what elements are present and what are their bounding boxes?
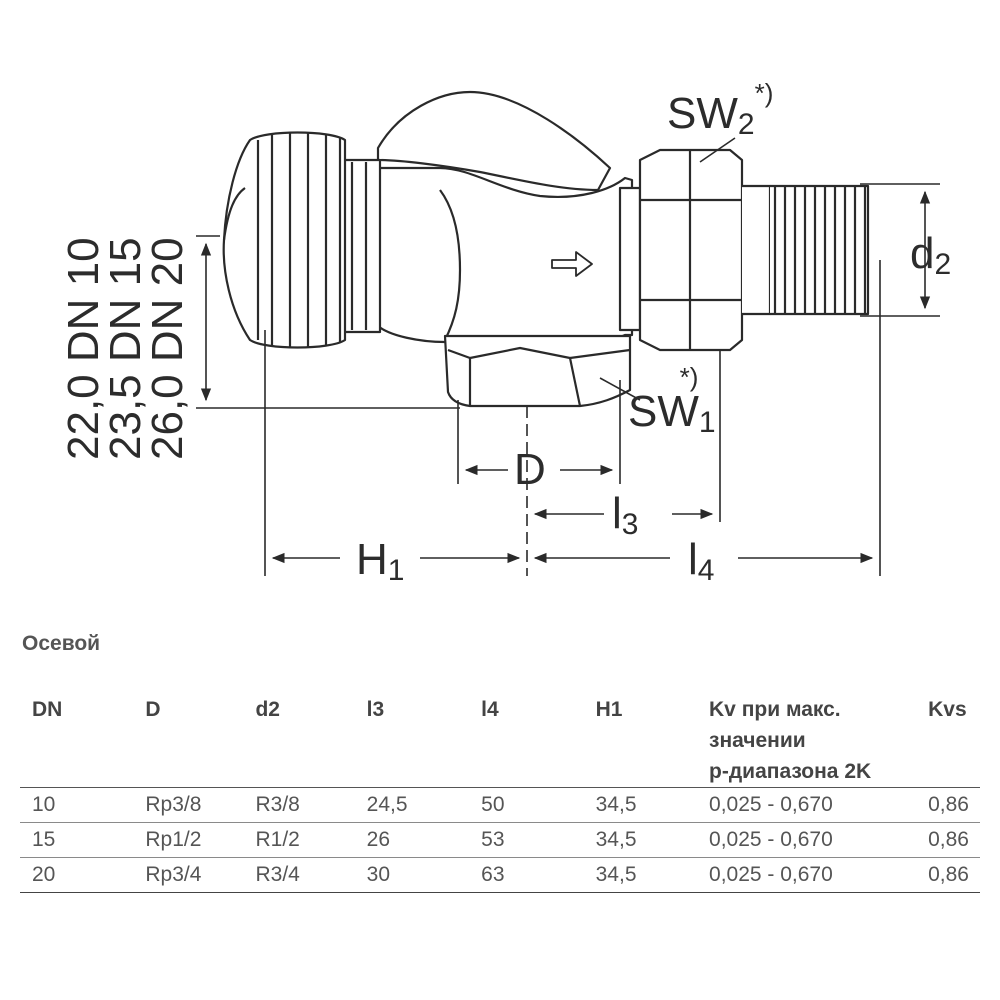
cell-d2: R1/2 — [243, 822, 355, 858]
H1-label: H1 — [356, 535, 404, 587]
table-row: 20 Rp3/4 R3/4 30 63 34,5 0,025 - 0,670 0… — [20, 857, 980, 893]
cell-h1: 34,5 — [583, 787, 698, 823]
header-kvs: Kvs — [916, 686, 980, 788]
header-d2: d2 — [243, 686, 355, 788]
cell-h1: 34,5 — [583, 822, 698, 858]
cell-kvs: 0,86 — [916, 822, 980, 858]
cell-l4: 53 — [469, 822, 584, 858]
table-row: 10 Rp3/8 R3/8 24,5 50 34,5 0,025 - 0,670… — [20, 787, 980, 823]
dimension-lines — [196, 137, 940, 576]
cell-kv: 0,025 - 0,670 — [697, 787, 917, 823]
cell-l4: 50 — [469, 787, 584, 823]
cell-l4: 63 — [469, 857, 584, 893]
cell-d2: R3/8 — [243, 787, 355, 823]
sw1-label: SW1*) — [628, 362, 716, 439]
cell-d: Rp1/2 — [133, 822, 244, 858]
cell-kv: 0,025 - 0,670 — [697, 822, 917, 858]
l3-label: l3 — [612, 489, 638, 541]
cell-l3: 24,5 — [354, 787, 470, 823]
valve-technical-drawing: SW2*) d2 SW1*) D l3 H1 l4 22,0 DN 10 23,… — [59, 78, 951, 587]
section-title: Осевой — [22, 632, 101, 655]
cell-dn: 20 — [20, 857, 134, 893]
spec-table: DN D d2 l3 l4 H1 Kv при макс. значении p… — [20, 686, 980, 893]
cell-dn: 15 — [20, 822, 134, 858]
d2-label: d2 — [910, 229, 951, 281]
cell-l3: 26 — [354, 822, 470, 858]
header-h1: H1 — [583, 686, 698, 788]
header-d: D — [133, 686, 244, 788]
header-kv-line-3: p-диапазона 2K — [709, 760, 872, 783]
header-l4: l4 — [469, 686, 584, 788]
dn-line-3: 26,0 DN 20 — [143, 237, 192, 460]
sw2-label: SW2*) — [667, 78, 773, 141]
cell-dn: 10 — [20, 787, 134, 823]
cell-kv: 0,025 - 0,670 — [697, 857, 917, 893]
table-header-row: DN D d2 l3 l4 H1 Kv при макс. значении p… — [20, 686, 980, 788]
header-dn: DN — [20, 686, 134, 788]
dn-size-labels: 22,0 DN 10 23,5 DN 15 26,0 DN 20 — [59, 237, 192, 460]
dn-line-1: 22,0 DN 10 — [59, 237, 108, 460]
header-kv: Kv при макс. значении p-диапазона 2K — [697, 686, 917, 788]
cell-d: Rp3/4 — [133, 857, 244, 893]
cell-l3: 30 — [354, 857, 470, 893]
header-l3: l3 — [354, 686, 470, 788]
valve-outline — [222, 90, 870, 408]
table-row: 15 Rp1/2 R1/2 26 53 34,5 0,025 - 0,670 0… — [20, 822, 980, 858]
cell-d2: R3/4 — [243, 857, 355, 893]
cell-kvs: 0,86 — [916, 857, 980, 893]
header-kv-line-2: значении — [709, 729, 806, 752]
dn-line-2: 23,5 DN 15 — [101, 237, 150, 460]
l4-label: l4 — [688, 535, 714, 587]
cell-d: Rp3/8 — [133, 787, 244, 823]
D-label: D — [514, 445, 546, 494]
cell-h1: 34,5 — [583, 857, 698, 893]
cell-kvs: 0,86 — [916, 787, 980, 823]
header-kv-line-1: Kv при макс. — [709, 698, 841, 721]
